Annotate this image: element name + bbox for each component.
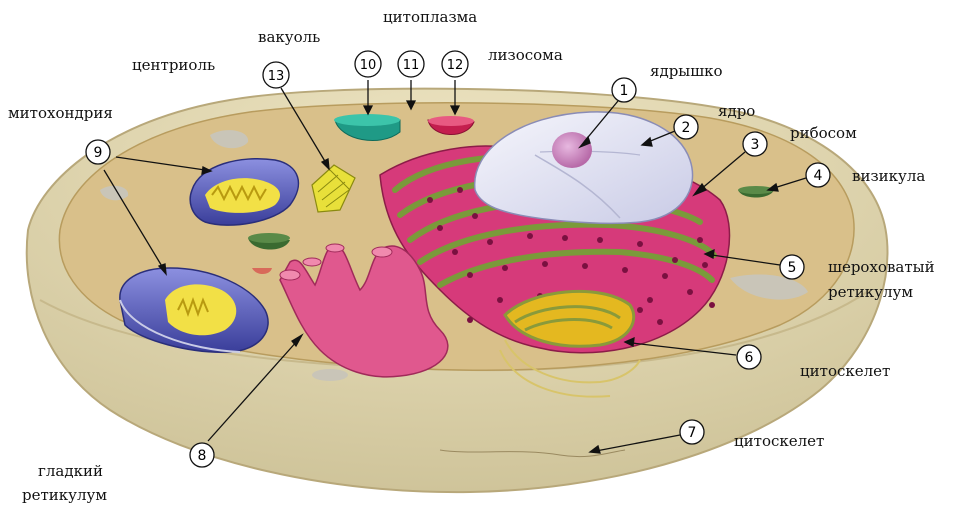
nucleolus	[552, 132, 592, 168]
marker-2: 2	[674, 115, 698, 139]
marker-6-text: 6	[745, 350, 754, 366]
label-cytoskeleton-2: цитоскелет	[734, 432, 824, 450]
lysosome-top	[428, 116, 474, 126]
vacuole-top	[334, 114, 400, 126]
marker-3-text: 3	[751, 137, 760, 153]
vesicle-green-top	[248, 233, 290, 243]
label-vacuole: вакуоль	[258, 28, 320, 46]
label-rough-er-2: ретикулум	[828, 283, 913, 301]
marker-7-text: 7	[688, 425, 697, 441]
label-vesicle: визикула	[852, 167, 925, 185]
label-ribosome: рибосом	[790, 124, 857, 142]
marker-9-text: 9	[94, 145, 103, 161]
label-smooth-er-2: ретикулум	[22, 486, 107, 504]
marker-11: 11	[398, 51, 424, 77]
label-smooth-er-1: гладкий	[38, 462, 103, 480]
marker-5: 5	[780, 255, 804, 279]
marker-7: 7	[680, 420, 704, 444]
marker-6: 6	[737, 345, 761, 369]
marker-11-text: 11	[403, 58, 420, 73]
marker-1-text: 1	[620, 83, 629, 99]
label-centriole: центриоль	[132, 56, 215, 74]
marker-12: 12	[442, 51, 468, 77]
marker-1: 1	[612, 78, 636, 102]
marker-8-text: 8	[198, 448, 207, 464]
label-cytoplasm: цитоплазма	[383, 8, 477, 26]
marker-13: 13	[263, 62, 289, 88]
marker-10-text: 10	[360, 58, 377, 73]
marker-9: 9	[86, 140, 110, 164]
label-lysosome: лизосома	[488, 46, 563, 64]
marker-4: 4	[806, 163, 830, 187]
marker-8: 8	[190, 443, 214, 467]
marker-2-text: 2	[682, 120, 691, 136]
label-rough-er-1: шероховатый	[828, 258, 935, 276]
marker-10: 10	[355, 51, 381, 77]
label-nucleolus: ядрышко	[650, 62, 723, 80]
marker-12-text: 12	[447, 58, 464, 73]
marker-3: 3	[743, 132, 767, 156]
label-nucleus: ядро	[718, 102, 755, 120]
marker-4-text: 4	[814, 168, 823, 184]
marker-13-text: 13	[268, 69, 285, 84]
label-cytoskeleton-1: цитоскелет	[800, 362, 890, 380]
marker-5-text: 5	[788, 260, 797, 276]
label-mitochondria: митохондрия	[8, 104, 113, 122]
